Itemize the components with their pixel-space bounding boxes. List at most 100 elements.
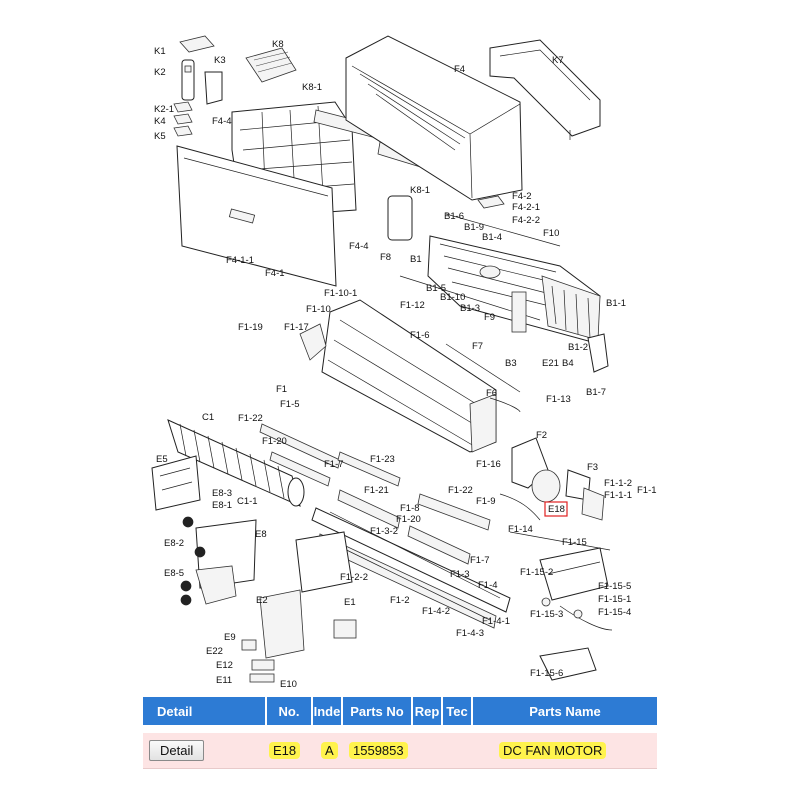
label-F1-19: F1-19	[238, 322, 263, 333]
label-F1-3: F1-3	[450, 569, 470, 580]
label-E10: E10	[280, 679, 297, 690]
drain-hose	[445, 343, 521, 393]
header-index: Inde	[313, 697, 343, 725]
label-B1-7: B1-7	[586, 387, 606, 398]
label-B1-2: B1-2	[568, 342, 588, 353]
header-no: No.	[267, 697, 313, 725]
label-F1-15-6: F1-15-6	[530, 668, 563, 679]
label-E8-5: E8-5	[164, 568, 184, 579]
label-F4-1: F4-1	[265, 268, 285, 279]
cell-index: A	[321, 742, 338, 759]
label-E1: E1	[344, 597, 356, 608]
label-F4-2-2: F4-2-2	[512, 215, 540, 226]
label-B1-3: B1-3	[460, 303, 480, 314]
label-F1-9: F1-9	[476, 496, 496, 507]
label-E21: E21	[542, 358, 559, 369]
cell-rep	[413, 733, 443, 768]
label-B1-1: B1-1	[606, 298, 626, 309]
label-B1-4: B1-4	[482, 232, 502, 243]
label-F1-7a: F1-7	[324, 459, 344, 470]
back-mounting-plate	[489, 39, 601, 140]
label-F1-8: F1-8	[400, 503, 420, 514]
label-F1-15: F1-15	[562, 537, 587, 548]
label-K4: K4	[154, 116, 166, 127]
label-F1-4: F1-4	[478, 580, 498, 591]
fan-motor	[499, 437, 605, 521]
label-F1-3-2: F1-3-2	[370, 526, 398, 537]
cell-parts-no: 1559853	[349, 742, 408, 759]
label-F1-4-1: F1-4-1	[482, 616, 510, 627]
e18-callout-box	[544, 501, 568, 517]
label-F1-1: F1-1	[637, 485, 657, 496]
cell-tec	[443, 733, 473, 768]
label-E9: E9	[224, 632, 236, 643]
label-E: E	[183, 594, 189, 604]
label-F1-13: F1-13	[546, 394, 571, 405]
header-parts-no: Parts No	[343, 697, 413, 725]
side-cover-b1-7	[587, 333, 609, 373]
label-E8-3: E8-3	[212, 488, 232, 499]
label-F1-14: F1-14	[508, 524, 533, 535]
label-F1-10-1: F1-10-1	[324, 288, 357, 299]
label-E22: E22	[206, 646, 223, 657]
label-F4-4b: F4-4	[349, 241, 369, 252]
label-B1-10: B1-10	[440, 292, 465, 303]
label-K2-1: K2-1	[154, 104, 174, 115]
top-chassis	[345, 35, 523, 201]
label-F1-7b: F1-7	[470, 555, 490, 566]
label-F1-15-5: F1-15-5	[598, 581, 631, 592]
front-panel	[176, 145, 337, 287]
label-F1-15-2: F1-15-2	[520, 567, 553, 578]
label-F6: F6	[486, 388, 497, 399]
label-C1-1: C1-1	[237, 496, 258, 507]
cell-no: E18	[269, 742, 301, 759]
header-rep: Rep	[413, 697, 443, 725]
label-F3: F3	[587, 462, 598, 473]
label-E18: E18	[548, 504, 565, 515]
label-F1-4-3: F1-4-3	[456, 628, 484, 639]
label-F1-17: F1-17	[284, 322, 309, 333]
label-F1-23: F1-23	[370, 454, 395, 465]
label-B1-9: B1-9	[464, 222, 484, 233]
label-B1: B1	[410, 254, 422, 265]
label-K5: K5	[154, 131, 166, 142]
label-F1-1-2: F1-1-2	[604, 478, 632, 489]
table-header: Detail No. Inde Parts No Rep Tec Parts N…	[143, 697, 657, 725]
label-D: D	[197, 546, 204, 556]
label-E2: E2	[256, 595, 268, 606]
louver-parts	[259, 423, 491, 565]
label-E11: E11	[216, 675, 232, 686]
label-K3: K3	[214, 55, 226, 66]
horizontal-blades	[311, 507, 511, 629]
bracket-part	[477, 195, 505, 209]
label-F1: F1	[276, 384, 287, 395]
label-B1-6: B1-6	[444, 211, 464, 222]
drain-line	[445, 213, 561, 247]
label-E8: E8	[255, 529, 267, 540]
label-F1-15-3: F1-15-3	[530, 609, 563, 620]
label-F4-1-1: F4-1-1	[226, 255, 254, 266]
label-F1-12: F1-12	[400, 300, 425, 311]
label-F4-2: F4-2	[512, 191, 532, 202]
label-B: B	[185, 516, 191, 526]
label-F1-2-2: F1-2-2	[340, 572, 368, 583]
label-K2: K2	[154, 67, 166, 78]
label-F1-4-2: F1-4-2	[422, 606, 450, 617]
label-K1: K1	[154, 46, 166, 57]
label-F1-22a: F1-22	[238, 413, 263, 424]
detail-button[interactable]: Detail	[149, 740, 205, 761]
label-F1-2: F1-2	[390, 595, 410, 606]
label-K8: K8	[272, 39, 284, 50]
label-F1-15-1: F1-15-1	[598, 594, 631, 605]
label-B1-5: B1-5	[426, 283, 446, 294]
label-F1-5: F1-5	[280, 399, 300, 410]
control-box-assembly	[509, 531, 613, 681]
header-tec: Tec	[443, 697, 473, 725]
clip-part	[299, 323, 327, 361]
remote-control-group	[173, 35, 297, 137]
label-F2: F2	[536, 430, 547, 441]
header-detail: Detail	[143, 697, 267, 725]
parts-table: Detail No. Inde Parts No Rep Tec Parts N…	[143, 697, 657, 769]
label-F10: F10	[543, 228, 559, 239]
